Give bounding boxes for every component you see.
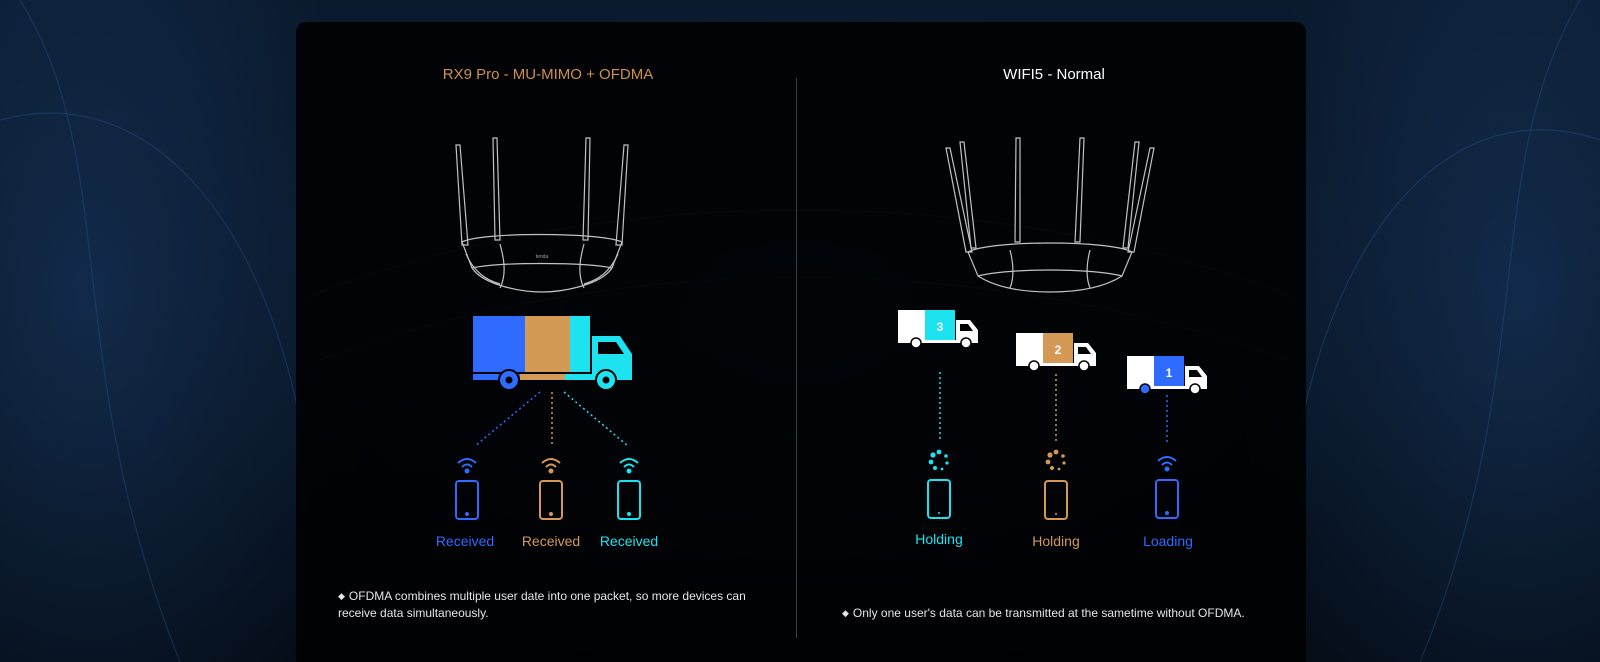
left-device-3-label: Received [599,533,659,549]
right-device-1 [927,449,951,519]
right-title: WIFI5 - Normal [1003,66,1105,83]
truck-2-number: 2 [1055,343,1062,357]
right-note: ◆Only one user's data can be transmitted… [842,605,1282,622]
left-device-2 [539,458,563,520]
left-router-icon [455,137,629,293]
left-device-1-label: Received [435,533,495,549]
truck-3-number: 3 [937,320,944,334]
left-data-lines [474,391,629,447]
loading-spinner-icon [928,449,949,471]
right-device-2-label: Holding [1032,533,1080,549]
bullet-icon: ◆ [338,591,345,601]
right-router-icon [945,137,1155,293]
router-brand-text: tenda [536,254,549,260]
left-title: RX9 Pro - MU-MIMO + OFDMA [442,66,654,83]
left-device-1 [455,458,479,520]
right-device-3-label: Loading [1143,533,1193,549]
left-device-3 [617,458,641,520]
right-device-1-label: Holding [915,531,963,547]
truck-3-icon [898,310,978,349]
bullet-icon: ◆ [842,608,849,618]
truck-1-number: 1 [1166,366,1173,380]
left-device-2-label: Received [521,533,581,549]
truck-2-icon [1016,333,1096,372]
panel-divider [796,78,797,638]
loading-spinner-icon [1045,449,1066,471]
combined-truck-icon [473,316,632,391]
truck-1-icon [1127,356,1207,395]
right-device-3 [1155,456,1179,519]
right-device-2 [1044,449,1068,520]
right-data-lines [939,372,1168,442]
left-note-text: OFDMA combines multiple user date into o… [338,589,746,620]
right-note-text: Only one user's data can be transmitted … [852,606,1245,620]
comparison-panel [296,22,1306,662]
left-note: ◆OFDMA combines multiple user date into … [338,588,758,622]
